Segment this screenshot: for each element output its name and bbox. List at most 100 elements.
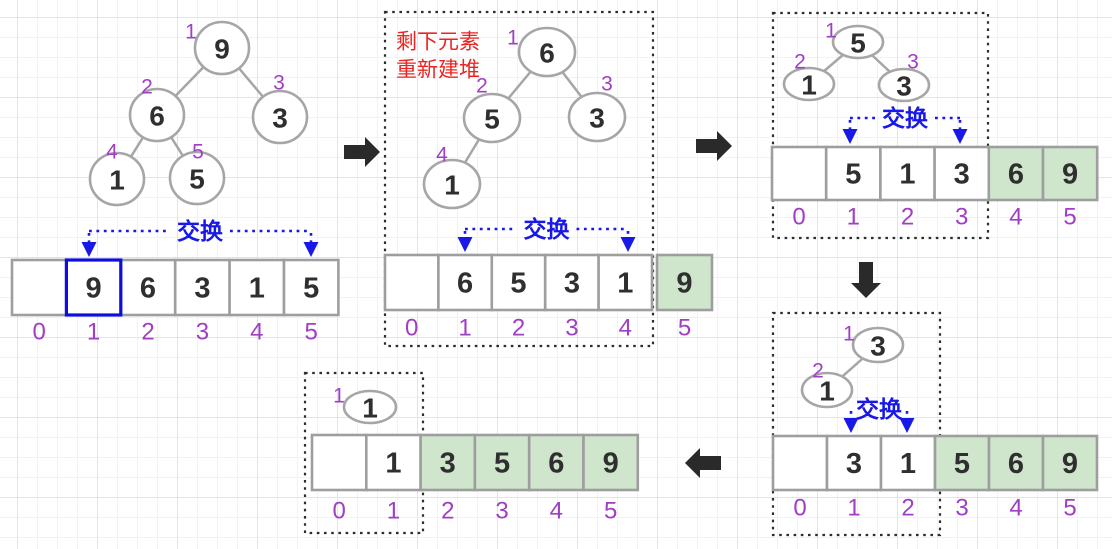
- tree-node: [462, 92, 522, 144]
- array-cell-value: 1: [900, 448, 916, 480]
- array-cell-value: 1: [249, 273, 265, 305]
- array-index: 4: [1009, 204, 1022, 231]
- array-index: 2: [441, 498, 454, 525]
- array-index: 3: [955, 204, 968, 231]
- array-index: 0: [332, 498, 345, 525]
- array-cell-value: 1: [385, 448, 401, 480]
- note-line: 剩下元素: [396, 31, 480, 54]
- tree-node-value: 6: [149, 101, 165, 132]
- heap-index-label: 1: [507, 27, 519, 50]
- tree-node-value: 5: [850, 28, 866, 59]
- panel-box: [771, 11, 990, 240]
- array-cell: [1041, 434, 1099, 492]
- heap-index-label: 2: [476, 75, 488, 98]
- tree-node-value: 1: [819, 376, 835, 407]
- array-cell: [364, 433, 422, 492]
- array-index: 4: [250, 319, 263, 346]
- array-cell: [383, 253, 440, 312]
- array-cell-value: 1: [899, 159, 915, 191]
- array-index: 5: [1063, 495, 1076, 522]
- array-index: 2: [512, 315, 525, 342]
- tree-node-value: 3: [589, 103, 605, 134]
- array-cell: [543, 253, 600, 312]
- array-cell: [655, 253, 714, 312]
- array-index: 1: [458, 315, 471, 342]
- tree-node: [567, 91, 627, 143]
- tree-node-value: 5: [189, 164, 205, 195]
- array-cell: [987, 145, 1045, 202]
- array-cell-value: 5: [303, 273, 319, 305]
- array-cell-value: 5: [494, 448, 510, 480]
- array-index: 4: [619, 315, 632, 342]
- array-cell: [582, 433, 640, 492]
- array-cell: [473, 433, 531, 492]
- swap-label: 交换: [177, 218, 224, 244]
- heap-index-label: 2: [141, 76, 153, 99]
- panel-box: [383, 10, 655, 348]
- array-index: 2: [901, 495, 914, 522]
- tree-node: [128, 87, 186, 143]
- tree-node-value: 1: [444, 170, 460, 201]
- tree-node: [517, 26, 577, 78]
- tree-node: [831, 24, 885, 60]
- array-index: 0: [793, 495, 806, 522]
- heap-index-label: 2: [794, 51, 806, 74]
- heap-index-label: 1: [185, 21, 197, 44]
- heap-index-label: 1: [843, 323, 855, 346]
- tree-node-value: 1: [109, 165, 125, 196]
- array-cell: [282, 258, 340, 317]
- array-cell-value: 9: [86, 273, 102, 305]
- array-cell: [824, 145, 882, 202]
- array-cell-value: 6: [457, 268, 473, 300]
- flow-arrow-right-icon: [344, 137, 380, 167]
- array-cell: [10, 258, 68, 317]
- flow-arrow-down-icon: [851, 262, 881, 298]
- swap-label: 交换: [524, 216, 571, 242]
- highlighted-cell-outline: [64, 258, 123, 317]
- array-index: 3: [955, 495, 968, 522]
- array-index: 0: [792, 204, 805, 231]
- array-index: 2: [141, 319, 154, 346]
- tree-node-value: 9: [214, 34, 230, 65]
- array-cell: [770, 145, 828, 202]
- array-cell-value: 5: [510, 268, 526, 300]
- array-cell-value: 6: [1008, 159, 1024, 191]
- array-cell-value: 3: [564, 268, 580, 300]
- heap-index-label: 4: [436, 144, 448, 167]
- array-cell-value: 3: [954, 159, 970, 191]
- array-cell-value: 6: [548, 448, 564, 480]
- tree-node-value: 3: [896, 71, 912, 102]
- tree-node: [422, 158, 482, 210]
- array-index: 3: [565, 315, 578, 342]
- array-index: 5: [604, 498, 617, 525]
- array-cell-value: 9: [676, 268, 692, 300]
- array-cell: [527, 433, 585, 492]
- tree-node: [193, 20, 251, 76]
- array-index: 3: [495, 498, 508, 525]
- tree-node: [877, 67, 931, 103]
- array-cell-value: 5: [954, 448, 970, 480]
- swap-label: 交换: [882, 105, 929, 131]
- array-cell-value: 5: [845, 159, 861, 191]
- array-cell: [597, 253, 654, 312]
- array-index: 4: [1009, 495, 1022, 522]
- note-line: 重新建堆: [396, 59, 480, 82]
- array-cell-value: 6: [140, 273, 156, 305]
- tree-node: [851, 326, 905, 364]
- array-cell: [490, 253, 547, 312]
- tree-node-value: 1: [362, 393, 378, 424]
- heap-index-label: 1: [825, 20, 837, 43]
- tree-node: [168, 150, 226, 206]
- array-index: 5: [678, 315, 691, 342]
- tree-node: [88, 151, 146, 207]
- array-index: 1: [87, 319, 100, 346]
- swap-label: 交换: [856, 396, 903, 422]
- heap-index-label: 3: [907, 51, 919, 74]
- array-index: 1: [847, 204, 860, 231]
- swap-arrowhead-icon: [81, 242, 97, 257]
- array-index: 3: [196, 319, 209, 346]
- array-cell-value: 9: [603, 448, 619, 480]
- array-cell: [879, 145, 936, 202]
